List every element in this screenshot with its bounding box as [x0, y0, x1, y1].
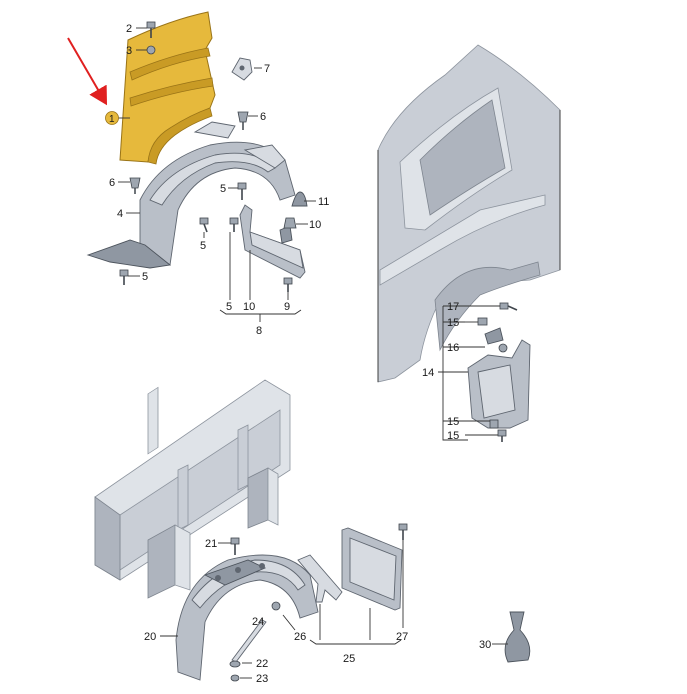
callout-26: 26: [294, 631, 306, 643]
mud-flap-part-25[interactable]: [341, 527, 403, 611]
nut-part-23[interactable]: [230, 674, 240, 682]
red-arrow-icon: [67, 37, 108, 106]
callout-8: 8: [256, 325, 262, 337]
wheel-arch-part-20[interactable]: [175, 554, 319, 681]
callout-2: 2: [126, 23, 132, 35]
callout-6a: 6: [260, 111, 266, 123]
nut-part-15a[interactable]: [477, 317, 488, 326]
van-rear-body: [377, 44, 561, 383]
accessory-bag-part-30[interactable]: [504, 611, 531, 663]
screw-part-15c[interactable]: [497, 429, 507, 442]
callout-1: 1: [109, 114, 115, 125]
callout-16: 16: [447, 342, 459, 354]
callout-5a: 5: [220, 183, 226, 195]
callout-7: 7: [264, 63, 270, 75]
callout-22: 22: [256, 658, 268, 670]
callout-15a: 15: [447, 317, 459, 329]
callout-14: 14: [422, 367, 434, 379]
bracket-part-7[interactable]: [231, 57, 253, 81]
callout-20: 20: [144, 631, 156, 643]
callout-15c: 15: [447, 430, 459, 442]
nut-part-26[interactable]: [271, 601, 281, 611]
callout-30: 30: [479, 639, 491, 651]
screw-part-17[interactable]: [499, 302, 518, 311]
screw-part-2[interactable]: [146, 21, 156, 38]
rear-mud-flap-part-14[interactable]: [467, 339, 531, 429]
screw-part-9[interactable]: [283, 277, 293, 292]
screw-part-5b[interactable]: [199, 217, 209, 233]
truck-bed: [94, 379, 291, 599]
callout-25: 25: [343, 653, 355, 665]
nut-part-10[interactable]: [283, 217, 297, 229]
callout-9: 9: [284, 301, 290, 313]
callout-6b: 6: [109, 177, 115, 189]
callout-4: 4: [117, 208, 123, 220]
wheel-housing-liner-part-4[interactable]: [86, 121, 296, 269]
callout-labels: 1 2 3 4 5 5 5 5 6 6 7 8 9 10 10 11 14 15…: [109, 23, 491, 685]
screw-part-21[interactable]: [230, 537, 240, 555]
callout-5d: 5: [226, 301, 232, 313]
callout-marker: [105, 111, 119, 125]
bracket-part-26[interactable]: [297, 554, 343, 603]
mud-flap-part-8[interactable]: [239, 204, 306, 279]
callout-24: 24: [252, 616, 264, 628]
screw-part-5c[interactable]: [119, 269, 129, 285]
bracket-part-16[interactable]: [484, 327, 508, 353]
nut-part-15b[interactable]: [489, 419, 499, 429]
callout-5c: 5: [142, 271, 148, 283]
callout-10b: 10: [309, 219, 321, 231]
screw-part-27[interactable]: [398, 523, 408, 540]
callout-23: 23: [256, 673, 268, 685]
clip-part-6a[interactable]: [237, 111, 249, 130]
callout-3: 3: [126, 45, 132, 57]
leader-lines: [118, 27, 508, 679]
clip-part-6b[interactable]: [129, 177, 141, 194]
nut-part-3[interactable]: [146, 45, 156, 55]
callout-10a: 10: [243, 301, 255, 313]
washer-part-22[interactable]: [229, 660, 241, 668]
callout-21: 21: [205, 538, 217, 550]
callout-15b: 15: [447, 416, 459, 428]
front-fender-part-1[interactable]: [119, 11, 216, 165]
callout-27: 27: [396, 631, 408, 643]
screw-part-5a[interactable]: [237, 182, 247, 200]
callout-11: 11: [318, 196, 329, 208]
callout-17: 17: [447, 301, 459, 313]
callout-5b: 5: [200, 240, 206, 252]
screw-part-5d[interactable]: [229, 217, 239, 232]
